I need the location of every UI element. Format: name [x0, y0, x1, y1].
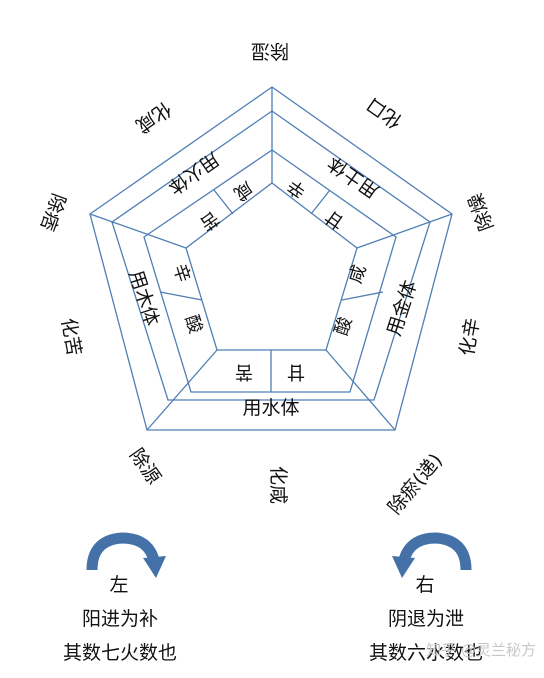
band-bottom: 用水体 [242, 397, 299, 419]
outer-label-lower-right: 除瘀(递) [384, 450, 447, 519]
outer-label-right: 除燥 [465, 190, 499, 233]
clockwise-arrow-icon [86, 532, 166, 578]
outer-label-lower-left: 除源 [125, 445, 165, 489]
left-caption-line1: 阳进为补 [81, 608, 158, 630]
outer-label-top: 除湿 [251, 40, 289, 62]
left-caption-title: 左 [109, 574, 129, 596]
cell-top-left-b: 苦 [196, 207, 223, 235]
outer-label-right-lower: 化辛 [456, 316, 484, 357]
cell-divider [310, 189, 331, 215]
cell-bottom-a: 甘 [287, 361, 305, 382]
cell-top-left-a: 咸 [230, 177, 257, 205]
spoke [325, 349, 396, 431]
outer-label-upper-right: 化口 [363, 93, 407, 133]
spoke [89, 213, 187, 249]
pentagon-lines [89, 86, 453, 431]
band-left: 用木体 [124, 268, 163, 329]
cell-divider [341, 291, 384, 301]
right-caption-title: 右 [415, 574, 435, 596]
right-caption-line2: 其数六水数也 [368, 642, 483, 664]
middle-pentagon [111, 110, 431, 401]
cell-right-b: 酸 [331, 314, 357, 338]
spoke [146, 349, 218, 431]
cell-top-right-a: 辛 [283, 175, 310, 203]
cell-left-a: 酸 [180, 312, 206, 336]
cell-bottom-b: 苦 [235, 361, 253, 382]
cell-top-right-b: 甘 [321, 206, 348, 234]
outer-label-upper-left-top: 化咸 [132, 97, 176, 137]
counterclockwise-arrow-icon [392, 532, 472, 578]
outer-label-left: 化苦 [57, 316, 85, 357]
cell-divider [159, 291, 203, 301]
cell-right-a: 咸 [345, 262, 371, 286]
right-caption-line1: 阴退为泄 [387, 608, 464, 630]
cell-left-b: 辛 [168, 261, 194, 285]
cell-divider [213, 189, 234, 215]
outer-label-bottom: 化咸 [267, 466, 289, 504]
spoke [356, 213, 453, 249]
outer-label-upper-left: 除痞 [36, 190, 70, 233]
left-caption-line2: 其数七火数也 [62, 642, 177, 664]
watermark: 知乎 @灵兰秘方 [426, 641, 536, 659]
outer-pentagon [89, 86, 453, 431]
band-right: 用金体 [383, 278, 422, 339]
